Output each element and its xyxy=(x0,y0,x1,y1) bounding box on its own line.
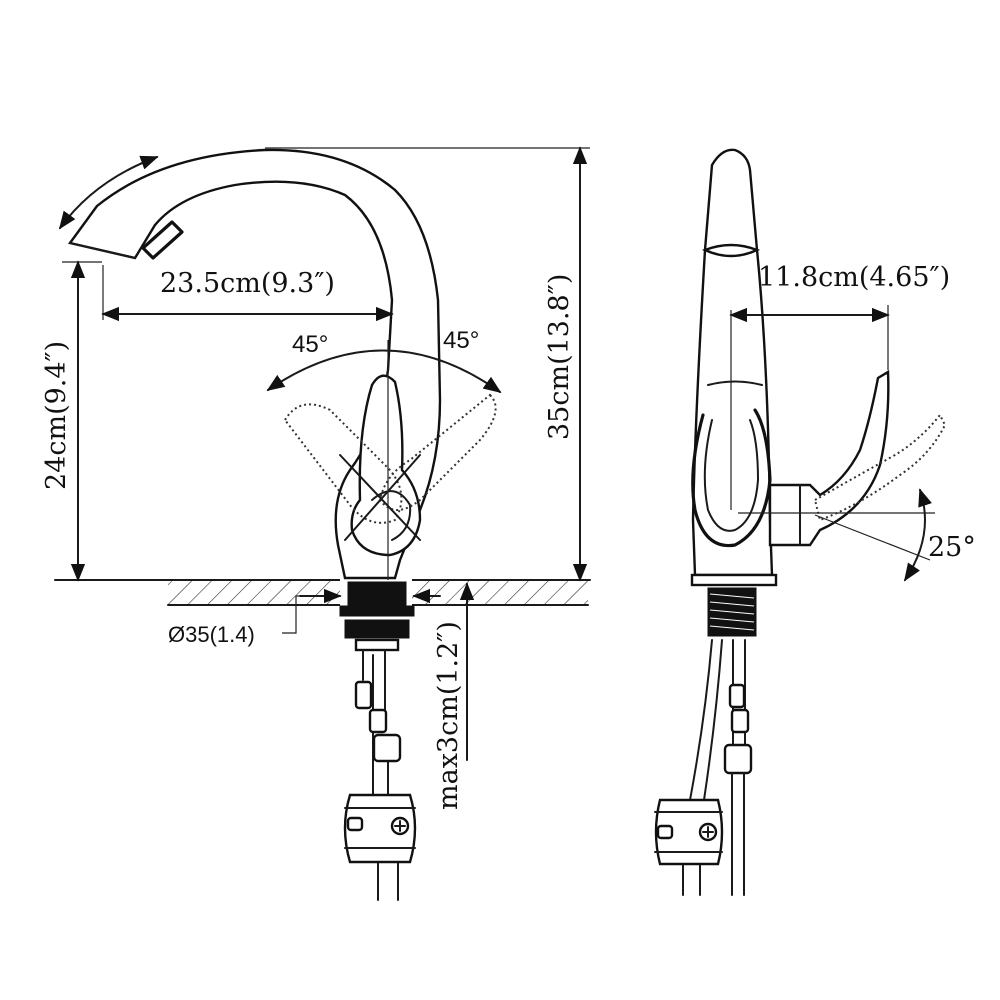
handle-swing-ghosts xyxy=(283,393,497,541)
deck-thickness-dimension: max3cm(1.2″) xyxy=(433,582,475,810)
handle-reach-label: 11.8cm(4.65″) xyxy=(758,262,950,293)
side-view: 11.8cm(4.65″) 25° xyxy=(654,148,976,896)
side-supply-hoses xyxy=(682,639,753,896)
total-height-label: 35cm(13.8″) xyxy=(544,274,575,440)
handle-tilt-label: 25° xyxy=(928,532,976,563)
side-handle-tilt-ghost xyxy=(813,413,947,522)
spout-reach-label: 23.5cm(9.3″) xyxy=(160,268,335,299)
spout-height-dimension: 24cm(9.4″) xyxy=(41,260,102,582)
side-handle xyxy=(768,369,890,547)
handle-reach-dimension: 11.8cm(4.65″) xyxy=(729,262,950,510)
countertop xyxy=(54,578,591,608)
deck-thickness-label: max3cm(1.2″) xyxy=(433,621,464,810)
handle-tilt-dimension: 25° xyxy=(738,488,976,582)
total-height-dimension: 35cm(13.8″) xyxy=(265,146,590,582)
mounting-shank xyxy=(339,581,415,652)
spout-reach-dimension: 23.5cm(9.3″) xyxy=(101,265,394,322)
handle-rotation-arc xyxy=(266,349,502,394)
hole-diameter-label: Ø35(1.4) xyxy=(168,622,255,647)
front-view: 45° 45° 23.5cm(9.3″) 24cm(9.4″) 35cm(13.… xyxy=(41,146,591,901)
side-threaded-shank xyxy=(707,587,757,637)
hose-weight xyxy=(343,793,417,864)
spout-height-label: 24cm(9.4″) xyxy=(41,341,72,490)
supply-hoses xyxy=(354,649,402,901)
handle-angle-left-label: 45° xyxy=(292,331,328,358)
side-hose-weight xyxy=(654,798,724,866)
hole-diameter-dimension: Ø35(1.4) xyxy=(168,588,441,647)
handle-angle-right-label: 45° xyxy=(443,327,479,354)
side-faucet-body xyxy=(690,148,778,587)
swivel-arrow xyxy=(58,155,159,230)
